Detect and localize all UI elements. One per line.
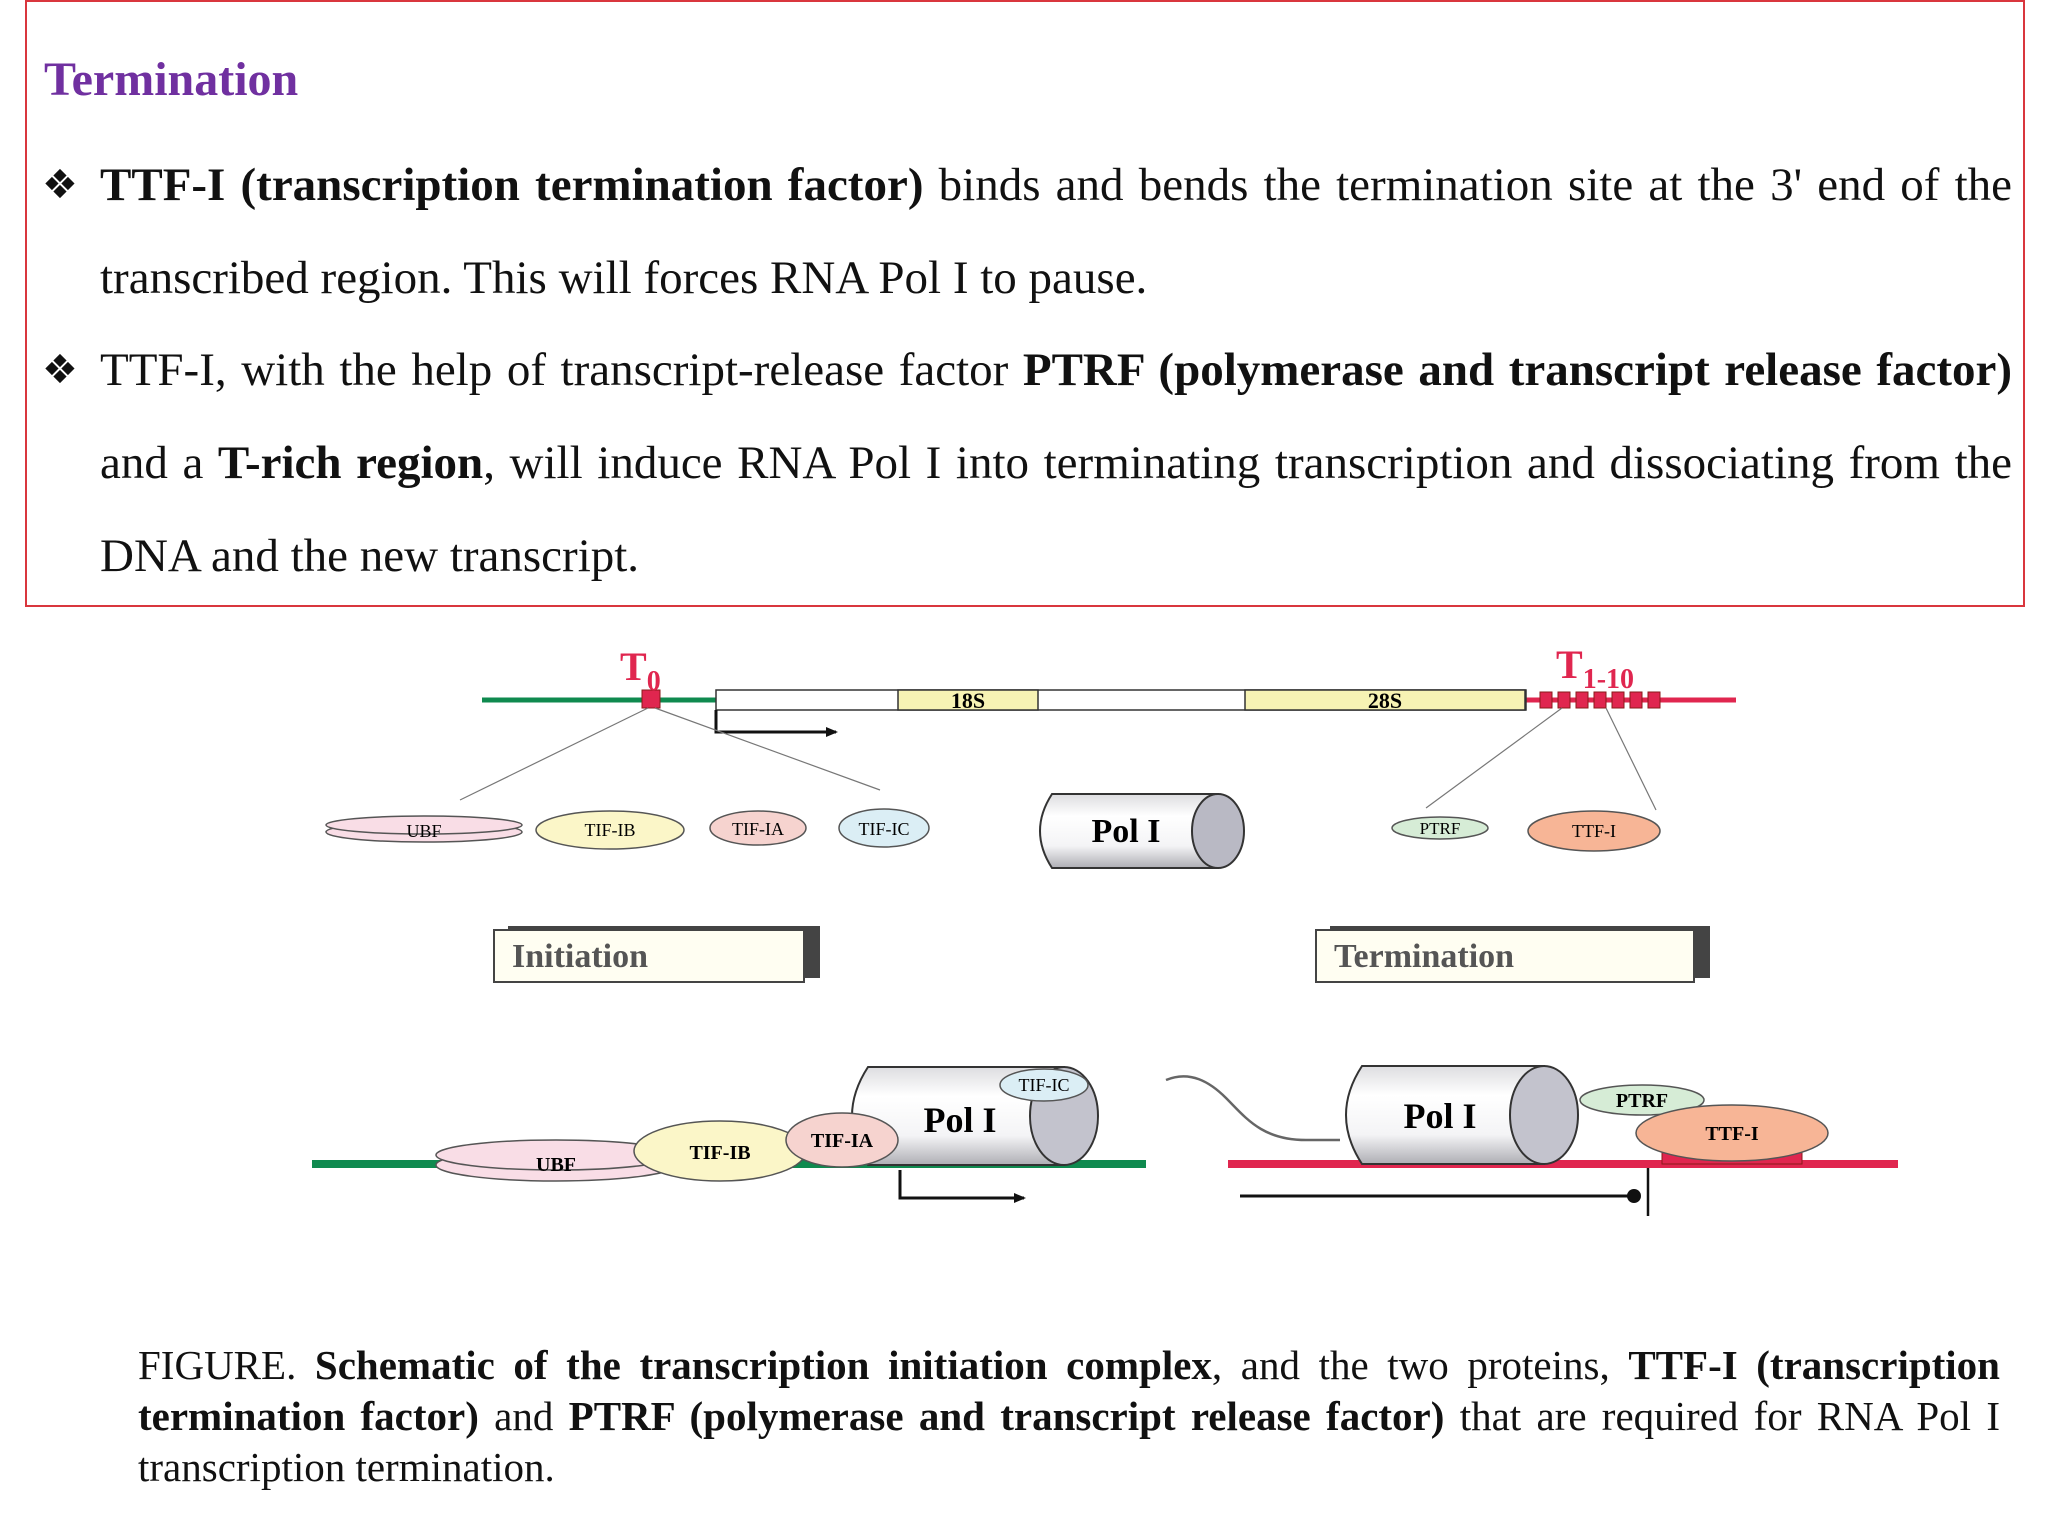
gene-28s-label: 28S (1368, 688, 1402, 713)
diamond-bullet-icon: ❖ (42, 162, 78, 208)
tif-ia-factor (709, 810, 807, 846)
figure-caption: FIGURE. Schematic of the transcription i… (138, 1340, 2000, 1493)
text-box (25, 0, 2025, 607)
section-heading: Termination (44, 53, 299, 106)
ubf-bound-label: UBF (536, 1154, 576, 1176)
tif-ic-factor (838, 808, 930, 848)
t0-label: T0 (620, 644, 661, 697)
pol-i-label-top: Pol I (1092, 813, 1161, 850)
pol-i-label-termination: Pol I (1403, 1096, 1476, 1136)
caption-prefix: FIGURE. (138, 1342, 315, 1388)
gene-18s-box (897, 689, 1039, 711)
t1-10-sites (1539, 691, 1661, 709)
termination-label: Termination (1334, 938, 1514, 975)
ubf-label: UBF (406, 821, 441, 841)
bullet-2-text-1: TTF-I, with the help of transcript-relea… (100, 344, 1023, 396)
tif-ic-bound (999, 1068, 1089, 1102)
initiation-box: Initiation (493, 926, 820, 983)
factors-row: UBF TIF-IB TIF-IA TIF-IC Pol I PTRF TTF-… (325, 793, 1661, 869)
transcript-end-dot (1627, 1189, 1641, 1203)
diamond-bullet-icon: ❖ (42, 347, 78, 393)
t0-site (641, 689, 661, 709)
bullet-2-bold-ptrf: PTRF (polymerase and transcript release … (1022, 344, 2013, 396)
caption-bold-1: Schematic of the transcription initiatio… (314, 1342, 1212, 1388)
ttf-i-label: TTF-I (1572, 821, 1616, 841)
pol-i-cylinder-top: Pol I (1039, 793, 1245, 869)
tif-ia-label: TIF-IA (732, 819, 784, 839)
caption-bold-3: PTRF (polymerase and transcript release … (568, 1393, 1445, 1439)
bullet-1-bold-lead: TTF-I (transcription termination factor) (100, 159, 924, 211)
tif-ib-factor (535, 810, 685, 850)
transcription-start-arrow (714, 710, 838, 737)
caption-text-1: , and the two proteins, (1211, 1342, 1629, 1388)
initiation-start-arrow (898, 1170, 1026, 1203)
tif-ib-label: TIF-IB (585, 820, 636, 840)
tif-ia-bound-label: TIF-IA (811, 1130, 874, 1152)
ttf-i-factor (1527, 810, 1661, 852)
ptrf-bound-label: PTRF (1616, 1090, 1668, 1112)
ttf-i-bound (1635, 1104, 1829, 1162)
initiation-label: Initiation (512, 938, 648, 975)
gene-18s-label: 18S (951, 688, 985, 713)
bullet-2-text-2: and a (100, 437, 218, 489)
tif-ib-bound-label: TIF-IB (689, 1142, 750, 1164)
caption-bold-2: TTF-I (transcription termination factor) (138, 1342, 2000, 1439)
termination-complex: Pol I PTRF TTF-I (1165, 1065, 1898, 1216)
pol-i-cylinder-termination: Pol I (1345, 1065, 1579, 1165)
termination-box: Termination (1315, 926, 1710, 983)
ptrf-label: PTRF (1420, 819, 1461, 838)
bullet-point-2: ❖ TTF-I, with the help of transcript-rele… (42, 324, 2013, 603)
rna-pol-i-diagram: 18S 28S T0 T1-10 UBF TIF-IB (312, 642, 1898, 1216)
bullet-1-text: binds and bends the termination site at … (100, 159, 2012, 304)
ptrf-factor (1391, 816, 1489, 840)
caption-text-3: that are required for RNA Pol I transcri… (138, 1393, 2001, 1490)
gene-28s-box (1244, 689, 1526, 711)
initiation-complex: UBF Pol I TIF-IB TIF-IA TIF-IC (312, 1066, 1146, 1203)
tif-ic-label: TIF-IC (859, 819, 910, 839)
caption-text-2: and (478, 1393, 569, 1439)
tif-ia-bound (785, 1112, 899, 1168)
ptrf-bound (1579, 1084, 1705, 1116)
tif-ic-bound-label: TIF-IC (1019, 1075, 1070, 1095)
t1-10-label: T1-10 (1556, 642, 1634, 695)
guide-lines (459, 707, 1657, 811)
nascent-rna-transcript (1165, 1075, 1340, 1142)
pol-i-label-initiation: Pol I (923, 1100, 996, 1140)
ttf-i-bound-label: TTF-I (1705, 1123, 1759, 1145)
bullet-2-bold-trich: T-rich region (217, 437, 484, 489)
bullet-point-1: ❖ TTF-I (transcription termination factor… (42, 139, 2012, 325)
gene-map: 18S 28S T0 T1-10 (459, 642, 1736, 811)
bullet-2-text-3: , will induce RNA Pol I into terminating… (100, 437, 2012, 582)
